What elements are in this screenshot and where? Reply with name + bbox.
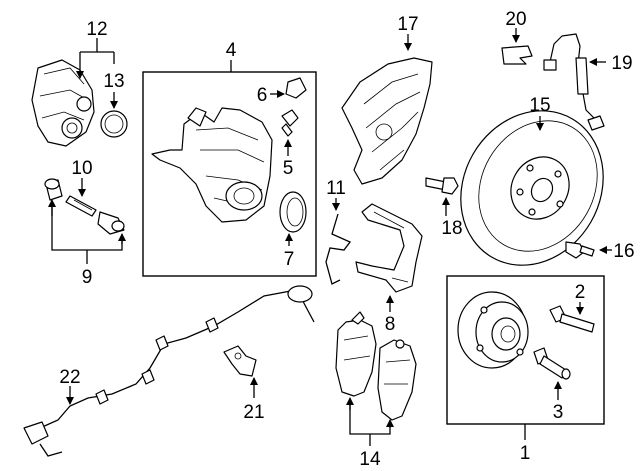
rotor-screw-part xyxy=(565,241,595,259)
callout-5: 5 xyxy=(283,158,294,179)
callout-22: 22 xyxy=(59,367,80,388)
callout-10: 10 xyxy=(71,158,92,179)
callout-8: 8 xyxy=(385,314,396,335)
brake-pad-inner-part xyxy=(335,311,377,397)
seal-ring-part xyxy=(100,110,128,138)
callout-16: 16 xyxy=(613,241,634,262)
callout-21: 21 xyxy=(243,402,264,423)
hub-bolt-short-part xyxy=(533,347,571,380)
callout-19: 19 xyxy=(611,53,632,74)
guide-pin-sleeve-part xyxy=(97,211,125,235)
bleeder-screw-part xyxy=(281,109,299,137)
callout-2: 2 xyxy=(575,282,586,303)
brake-rotor-part xyxy=(460,110,604,266)
callout-17: 17 xyxy=(397,14,418,35)
spring-clip-part xyxy=(325,213,352,285)
hose-clip-part xyxy=(501,45,533,65)
brake-hose-part xyxy=(543,33,605,131)
callout-18: 18 xyxy=(441,218,462,239)
splash-shield-part xyxy=(341,57,433,185)
brake-pad-outer-part xyxy=(377,339,417,421)
callout-9: 9 xyxy=(82,267,93,288)
guide-pin-cap-part xyxy=(44,178,63,201)
abs-sensor-cable-part xyxy=(23,285,315,457)
bleeder-cap-part xyxy=(285,77,307,99)
callout-6: 6 xyxy=(257,85,268,106)
callout-15: 15 xyxy=(529,95,550,116)
hub-bolt-long-part xyxy=(549,305,595,333)
caliper-part xyxy=(151,107,273,223)
bolt-part xyxy=(425,177,459,195)
wheel-hub-part xyxy=(457,291,529,369)
callout-14: 14 xyxy=(359,449,381,470)
callout-13: 13 xyxy=(103,71,124,92)
sensor-bracket-part xyxy=(223,345,257,377)
callout-1: 1 xyxy=(520,443,531,464)
callout-11: 11 xyxy=(326,178,346,199)
caliper-assembly-box xyxy=(142,71,317,277)
piston-seal-part xyxy=(279,191,307,233)
caliper-housing-part xyxy=(31,59,95,147)
callout-12-bracket xyxy=(80,38,114,78)
callout-4: 4 xyxy=(226,40,237,61)
callout-20: 20 xyxy=(505,9,526,30)
guide-pin-bolt-part xyxy=(65,195,97,217)
callout-12: 12 xyxy=(86,19,107,40)
callout-3: 3 xyxy=(553,402,564,423)
callout-7: 7 xyxy=(284,249,295,270)
caliper-bracket-part xyxy=(355,203,423,293)
